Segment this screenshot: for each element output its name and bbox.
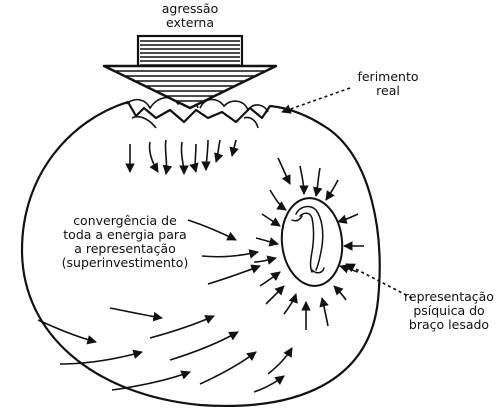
representation-pointer [345,263,413,299]
energy-flow-arrows [37,219,293,393]
converging-arrows [253,157,365,330]
aggression-arrow [102,34,278,110]
wound-flow-arrows [125,139,239,175]
label-line: a representação [74,241,176,256]
label-line: (superinvestimento) [61,255,189,270]
label-line: externa [166,15,214,30]
label-line: real [376,83,400,98]
label-real-wound: ferimento real [346,70,430,98]
wound-pointer [281,87,351,114]
representation-ellipse [280,197,344,287]
label-line: toda a energia para [63,227,187,242]
label-line: agressão [161,1,219,16]
label-external-aggression: agressão externa [150,2,230,30]
label-line: convergência de [73,213,177,228]
label-convergence: convergência de toda a energia para a re… [50,214,200,270]
label-line: psíquica do [413,303,485,318]
injured-arm-sketch [291,205,325,274]
label-line: braço lesado [408,317,490,332]
label-line: ferimento [357,69,419,84]
label-line: representação [404,289,494,304]
label-injured-arm-representation: representação psíquica do braço lesado [400,290,498,332]
